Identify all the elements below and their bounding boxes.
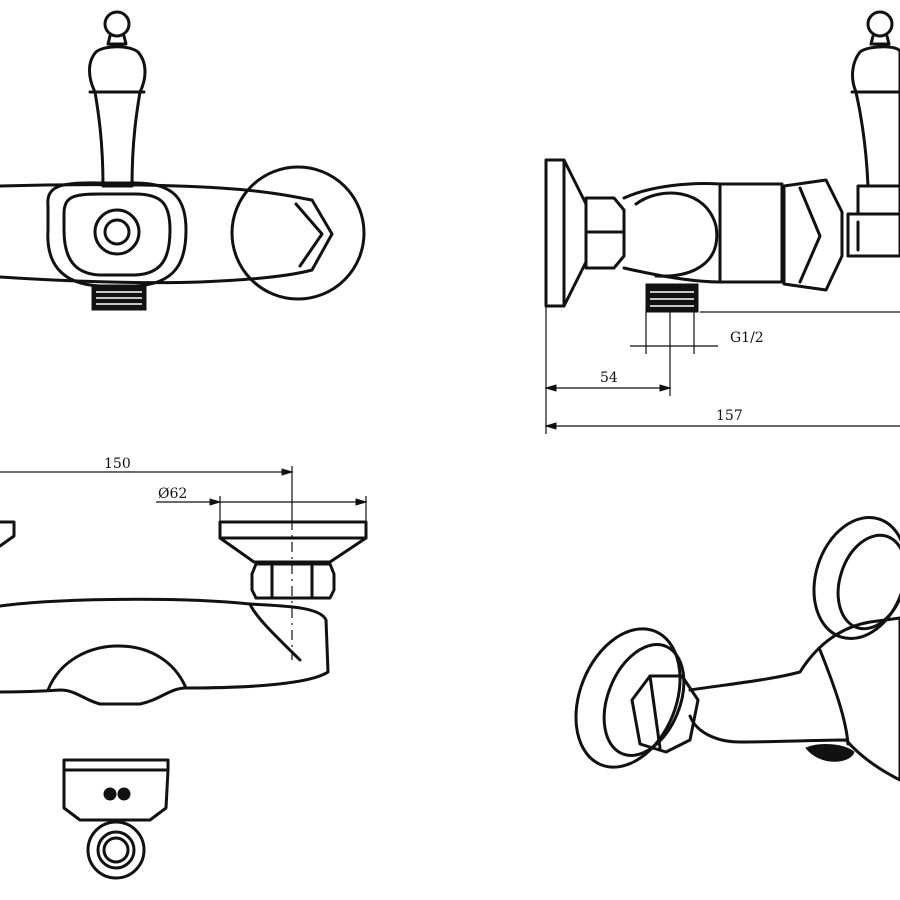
top-body — [0, 596, 330, 706]
side-handle — [846, 10, 900, 258]
center-distance-label: 150 — [104, 456, 131, 472]
iso-hex-nut — [630, 674, 700, 754]
g-thread-label: G1/2 — [730, 330, 764, 346]
top-view: 150 Ø62 — [0, 456, 368, 880]
elbow-body — [622, 182, 784, 284]
iso-front-flange — [574, 627, 686, 769]
isometric-view — [574, 515, 900, 782]
inlet-offset-label: 54 — [600, 370, 618, 386]
side-outlet-nozzle — [645, 283, 699, 313]
iso-body — [688, 616, 900, 782]
top-hex-nut — [250, 562, 336, 600]
dimension-lines-side — [544, 306, 900, 434]
projection-total-label: 157 — [716, 408, 743, 424]
faucet-body — [0, 181, 334, 288]
side-view: G1/2 54 157 — [544, 10, 900, 434]
left-flange-stub — [0, 520, 16, 548]
hex-connector — [584, 196, 626, 270]
handle-base-ring — [93, 208, 141, 256]
bottom-outlet — [62, 758, 170, 880]
iso-back-flange — [812, 515, 900, 641]
handle-lever — [88, 10, 147, 188]
wall-plate — [544, 158, 588, 308]
outlet-nozzle — [91, 285, 147, 311]
wall-flange-circle — [230, 165, 366, 301]
flange-diameter-label: Ø62 — [158, 486, 187, 502]
dimension-lines-top — [0, 466, 368, 660]
right-flange — [218, 520, 368, 564]
front-view — [0, 10, 366, 311]
valve-collar — [782, 178, 844, 292]
